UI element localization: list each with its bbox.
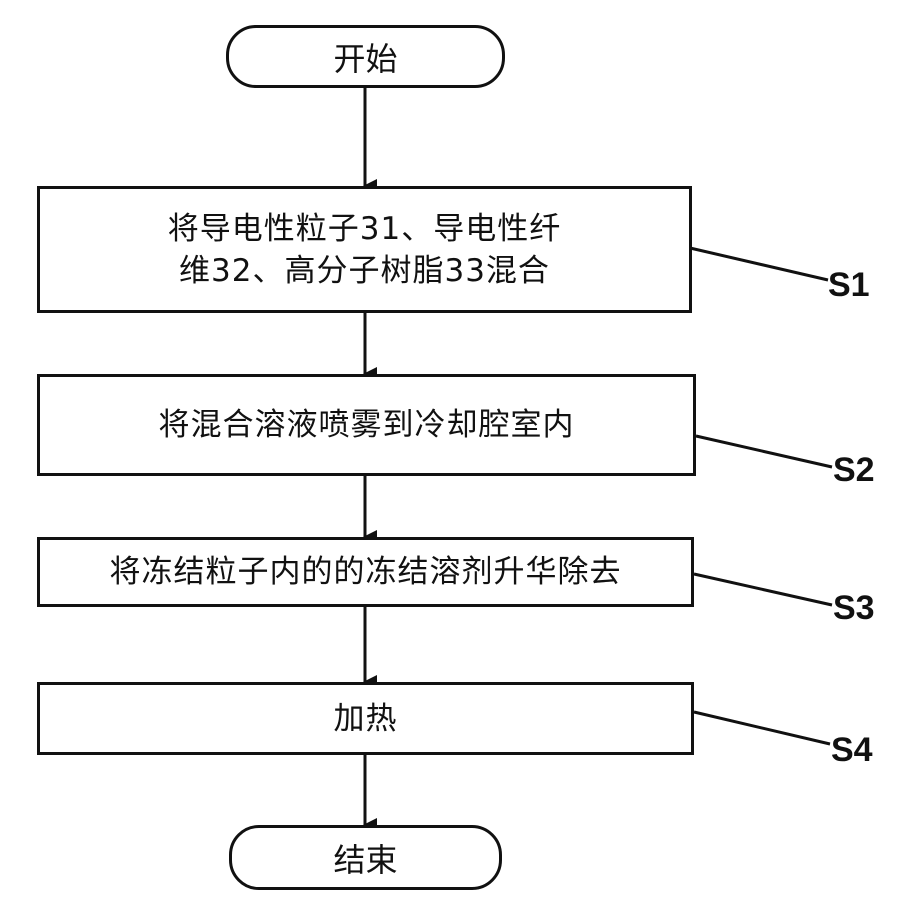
step-label-s2: S2 <box>833 451 875 490</box>
step-s1-text-line-2: 维32、高分子树脂33混合 <box>168 250 561 292</box>
leader-line-s4 <box>694 712 830 744</box>
step-s3-text: 将冻结粒子内的的冻结溶剂升华除去 <box>110 551 622 593</box>
end-label: 结束 <box>333 835 397 881</box>
start-terminal: 开始 <box>226 25 505 88</box>
step-s1-text-line-1: 将导电性粒子31、导电性纤 <box>168 208 561 250</box>
step-s1-box: 将导电性粒子31、导电性纤 维32、高分子树脂33混合 <box>37 186 692 313</box>
step-s3-box: 将冻结粒子内的的冻结溶剂升华除去 <box>37 537 694 607</box>
leader-line-s3 <box>694 574 832 605</box>
step-s4-text: 加热 <box>334 698 398 740</box>
step-s4-box: 加热 <box>37 682 694 755</box>
step-label-s3: S3 <box>833 589 875 628</box>
end-terminal: 结束 <box>229 825 502 890</box>
step-s2-box: 将混合溶液喷雾到冷却腔室内 <box>37 374 696 476</box>
leader-line-s1 <box>690 248 828 280</box>
step-s2-text: 将混合溶液喷雾到冷却腔室内 <box>159 404 575 446</box>
leader-line-s2 <box>696 436 832 467</box>
start-label: 开始 <box>333 34 397 80</box>
step-label-s4: S4 <box>831 731 873 770</box>
step-label-s1: S1 <box>828 266 870 305</box>
